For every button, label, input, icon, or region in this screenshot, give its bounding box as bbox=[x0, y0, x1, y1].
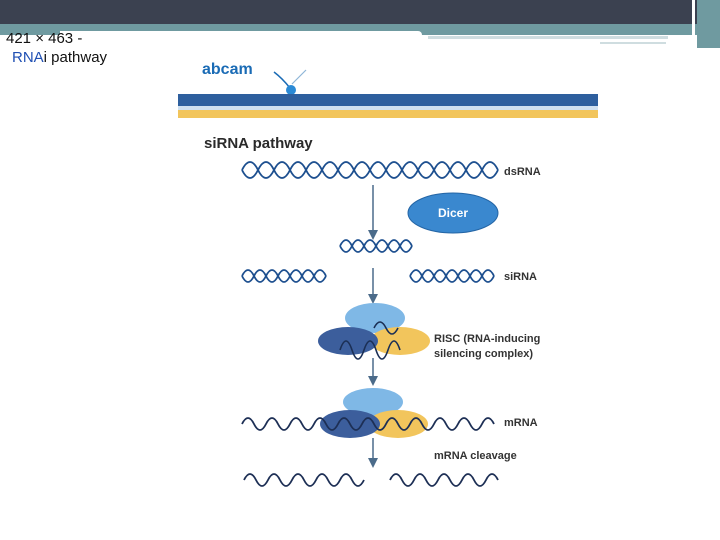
cleaved-mrna-left bbox=[243, 473, 365, 487]
abcam-logo-dot bbox=[286, 85, 296, 95]
slide-header-stripe bbox=[697, 0, 720, 48]
cleaved-mrna-right bbox=[389, 473, 499, 487]
label-dicer: Dicer bbox=[438, 206, 468, 220]
image-title[interactable]: RNAi pathway bbox=[6, 48, 107, 67]
slide-header-notch bbox=[60, 31, 422, 40]
dicer-enzyme bbox=[407, 192, 499, 234]
label-risc-line2: silencing complex) bbox=[434, 348, 533, 360]
abcam-logo-swoosh-line bbox=[291, 69, 307, 85]
image-size-text: 421 × 463 - bbox=[6, 30, 83, 47]
label-sirna: siRNA bbox=[504, 271, 537, 283]
dsrna-helix bbox=[241, 161, 499, 179]
slide-header-line-short bbox=[600, 42, 666, 44]
rnai-pathway-figure: abcam siRNA pathway dsRNA Dicer siRNA bbox=[178, 61, 598, 487]
arrow-risc-loading bbox=[368, 268, 378, 304]
image-title-keyword: RNA bbox=[12, 49, 44, 66]
mrna-strand bbox=[241, 417, 495, 431]
label-risc-line1: RISC (RNA-inducing bbox=[434, 333, 540, 345]
label-dsrna: dsRNA bbox=[504, 166, 541, 178]
slide-header-gap bbox=[692, 0, 695, 48]
figure-header-stripe bbox=[178, 94, 598, 106]
sirna-fragment-center bbox=[339, 239, 413, 253]
image-title-rest: i pathway bbox=[43, 49, 108, 66]
figure-heading: siRNA pathway bbox=[204, 135, 313, 152]
arrow-cleavage bbox=[368, 438, 378, 468]
abcam-logo-swoosh bbox=[273, 71, 291, 89]
abcam-logo-text: abcam bbox=[202, 61, 253, 78]
arrow-dicing bbox=[368, 185, 378, 240]
slide-header-accent bbox=[0, 24, 720, 35]
abcam-logo: abcam bbox=[202, 61, 307, 95]
slide-header-bar bbox=[0, 0, 720, 24]
figure-header-stripe-light bbox=[178, 106, 598, 110]
label-mrna-cleavage: mRNA cleavage bbox=[434, 450, 517, 462]
sirna-fragment-right bbox=[409, 269, 495, 283]
figure-header-stripe-yellow bbox=[178, 110, 598, 118]
sirna-fragment-left bbox=[241, 269, 327, 283]
risc-complex bbox=[318, 303, 430, 360]
image-caption: 421 × 463 - RNAi pathway bbox=[6, 29, 107, 67]
arrow-target-binding bbox=[368, 358, 378, 386]
label-mrna: mRNA bbox=[504, 417, 538, 429]
risc-bound-mrna bbox=[320, 388, 428, 438]
slide-header-line bbox=[428, 36, 668, 39]
